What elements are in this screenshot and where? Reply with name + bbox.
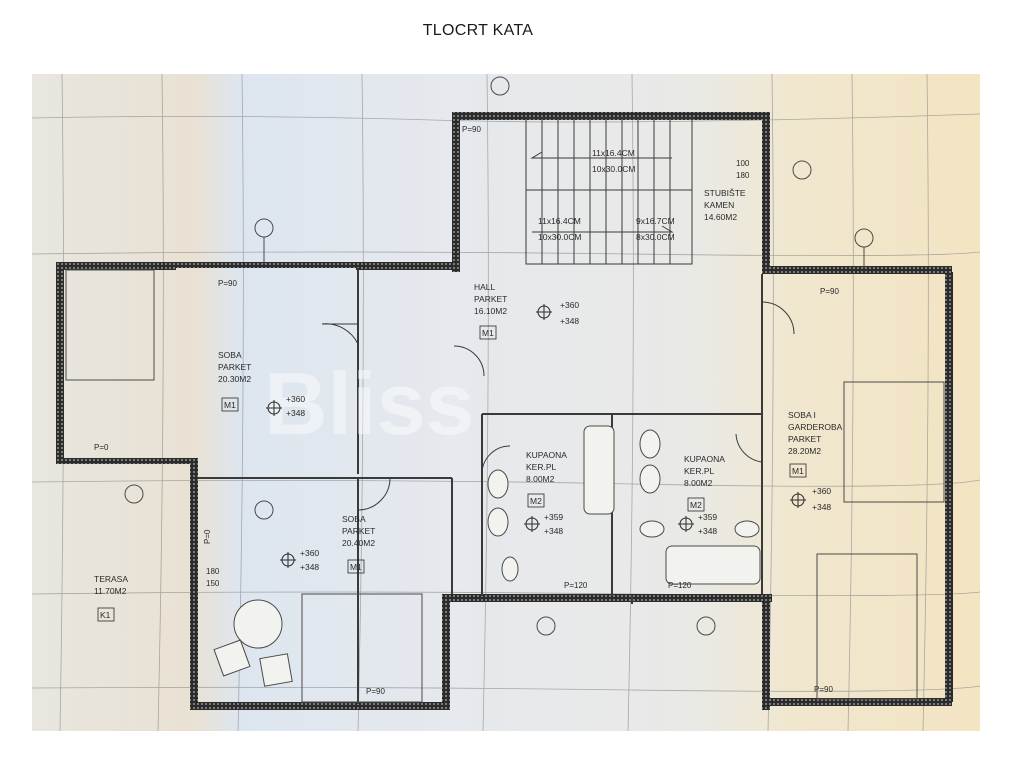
room-labels: SOBA PARKET 20.30M2 M1 +360 +348 SOBA PA… xyxy=(94,188,843,622)
stairs-right-line1: 9x16.7CM xyxy=(636,216,675,226)
room-soba-1-line1: SOBA xyxy=(218,350,242,360)
room-hall: HALL PARKET 16.10M2 M1 +360 +348 xyxy=(474,282,579,340)
room-kupaona-2-code: M2 xyxy=(690,500,702,510)
plan-background xyxy=(32,74,980,731)
floor-plan: Bliss 11x16.4CM 10x30.0CM 11x16.4CM 10x3… xyxy=(32,74,980,731)
room-kupaona-1-mark2: +348 xyxy=(544,526,563,536)
room-kupaona-2-mark1: +359 xyxy=(698,512,717,522)
annotation-terasa-180: 180 xyxy=(206,567,220,576)
room-soba-2-code: M1 xyxy=(350,562,362,572)
annotation-p90-garderoba: P=90 xyxy=(820,287,839,296)
room-hall-area: 16.10M2 xyxy=(474,306,507,316)
room-kupaona-1-code: M2 xyxy=(530,496,542,506)
annotations: P=90 P=90 P=0 P=90 P=90 P=90 P=120 P=120… xyxy=(94,125,839,696)
room-stubiste: STUBIŠTE KAMEN 14.60M2 xyxy=(704,188,746,222)
room-stubiste-line2: KAMEN xyxy=(704,200,734,210)
stairs-right-line2: 8x30.0CM xyxy=(636,232,675,242)
room-stubiste-area: 14.60M2 xyxy=(704,212,737,222)
room-hall-code: M1 xyxy=(482,328,494,338)
room-kupaona-2: KUPAONA KER.PL 8.00M2 M2 +359 +348 xyxy=(684,454,725,536)
exterior-walls xyxy=(56,112,953,710)
doors xyxy=(321,301,795,511)
room-kupaona-1: KUPAONA KER.PL 8.00M2 M2 +359 +348 xyxy=(526,450,567,536)
plan-title: TLOCRT KATA xyxy=(422,22,534,39)
room-soba-2-mark2: +348 xyxy=(300,562,319,572)
annotation-p0-soba1: P=0 xyxy=(94,443,109,452)
room-soba-garderoba-line1: SOBA I xyxy=(788,410,816,420)
room-terasa-code: K1 xyxy=(100,610,111,620)
room-soba-2: SOBA PARKET 20.40M2 M1 +360 +348 xyxy=(300,514,375,574)
crosshair-markers xyxy=(266,304,806,568)
staircase xyxy=(525,117,693,265)
annotation-p90-top: P=90 xyxy=(462,125,481,134)
room-soba-1-line2: PARKET xyxy=(218,362,251,372)
room-kupaona-2-line1: KUPAONA xyxy=(684,454,725,464)
room-soba-garderoba-line2: GARDEROBA xyxy=(788,422,843,432)
room-hall-line1: HALL xyxy=(474,282,496,292)
annotation-pv: P=0 xyxy=(203,529,212,544)
stairs-upper-line2: 10x30.0CM xyxy=(592,164,635,174)
room-soba-garderoba-code: M1 xyxy=(792,466,804,476)
room-soba-1-mark2: +348 xyxy=(286,408,305,418)
stairs-left-line1: 11x16.4CM xyxy=(538,216,581,226)
room-soba-1: SOBA PARKET 20.30M2 M1 +360 +348 xyxy=(218,350,305,418)
room-stubiste-line1: STUBIŠTE xyxy=(704,188,746,198)
room-hall-mark1: +360 xyxy=(560,300,579,310)
annotation-p90-soba2: P=90 xyxy=(366,687,385,696)
room-soba-1-area: 20.30M2 xyxy=(218,374,251,384)
room-soba-garderoba-area: 28.20M2 xyxy=(788,446,821,456)
room-hall-mark2: +348 xyxy=(560,316,579,326)
room-kupaona-1-mark1: +359 xyxy=(544,512,563,522)
annotation-p90-garderoba-bottom: P=90 xyxy=(814,685,833,694)
room-kupaona-1-line2: KER.PL xyxy=(526,462,557,472)
room-soba-2-area: 20.40M2 xyxy=(342,538,375,548)
room-terasa-area: 11.70M2 xyxy=(94,586,127,596)
annotation-p90-soba1: P=90 xyxy=(218,279,237,288)
stair-labels: 11x16.4CM 10x30.0CM 11x16.4CM 10x30.0CM … xyxy=(538,148,675,242)
room-soba-garderoba-line3: PARKET xyxy=(788,434,821,444)
stairs-left-line2: 10x30.0CM xyxy=(538,232,581,242)
annotation-p120-kup1: P=120 xyxy=(564,581,588,590)
annotation-p120-kup2: P=120 xyxy=(668,581,692,590)
room-terasa: TERASA 11.70M2 K1 xyxy=(94,574,128,622)
annotation-terasa-150: 150 xyxy=(206,579,220,588)
room-kupaona-1-area: 8.00M2 xyxy=(526,474,555,484)
room-kupaona-2-line2: KER.PL xyxy=(684,466,715,476)
room-soba-garderoba-mark1: +360 xyxy=(812,486,831,496)
room-kupaona-1-line1: KUPAONA xyxy=(526,450,567,460)
room-soba-2-mark1: +360 xyxy=(300,548,319,558)
annotation-door-180: 180 xyxy=(736,171,750,180)
room-kupaona-2-mark2: +348 xyxy=(698,526,717,536)
room-soba-1-code: M1 xyxy=(224,400,236,410)
watermark: Bliss xyxy=(264,354,474,453)
room-soba-garderoba: SOBA I GARDEROBA PARKET 28.20M2 M1 +360 … xyxy=(788,410,843,512)
room-kupaona-2-area: 8.00M2 xyxy=(684,478,713,488)
fixtures xyxy=(65,269,945,703)
stairs-upper-line1: 11x16.4CM xyxy=(592,148,635,158)
room-soba-2-line1: SOBA xyxy=(342,514,366,524)
room-soba-2-line2: PARKET xyxy=(342,526,375,536)
room-soba-garderoba-mark2: +348 xyxy=(812,502,831,512)
room-hall-line2: PARKET xyxy=(474,294,507,304)
light-fixtures xyxy=(124,76,874,636)
room-terasa-line1: TERASA xyxy=(94,574,128,584)
annotation-door-100: 100 xyxy=(736,159,750,168)
room-soba-1-mark1: +360 xyxy=(286,394,305,404)
